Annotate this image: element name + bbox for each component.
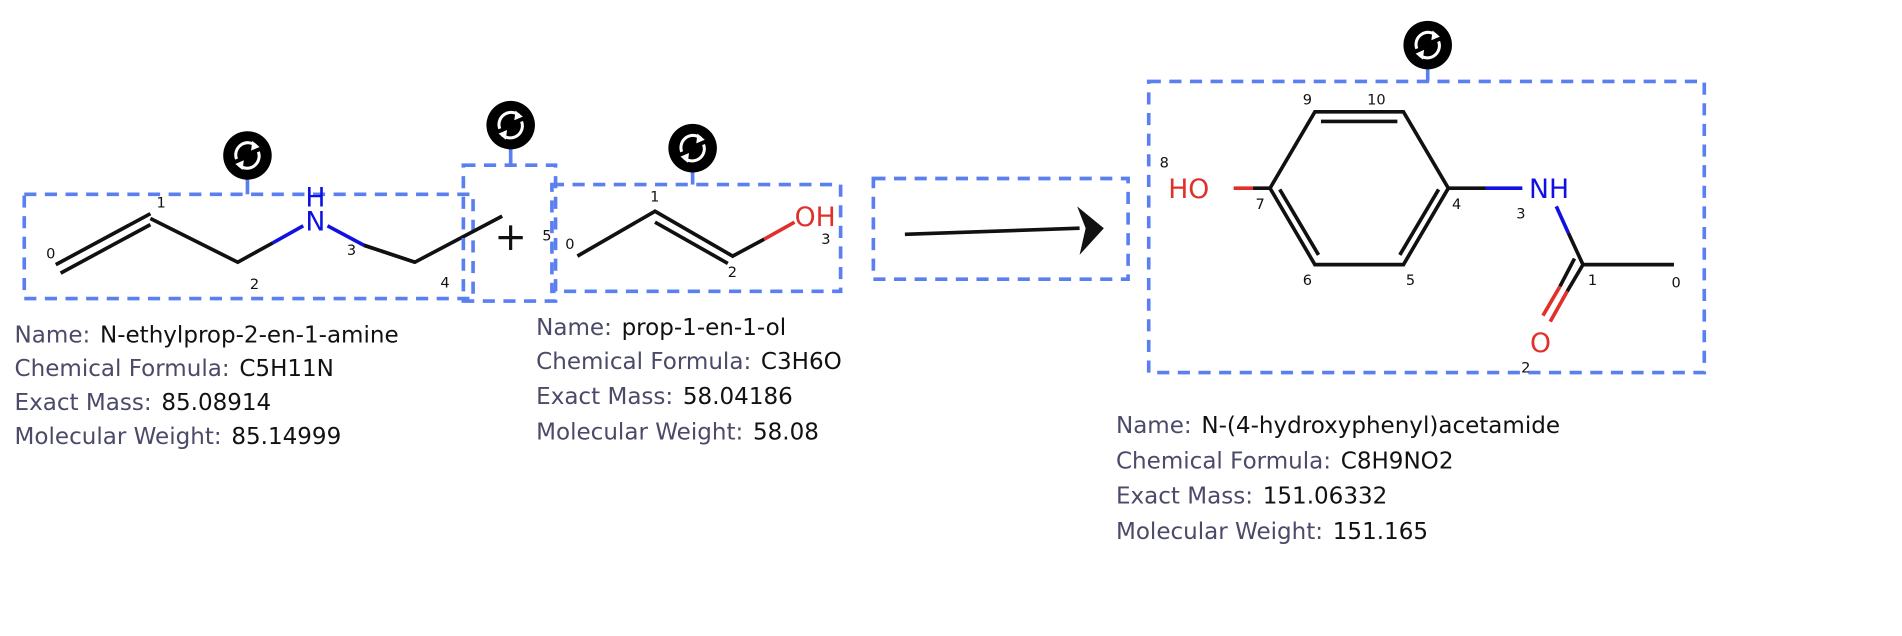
svg-text:Name:N-(4-hydroxyphenyl)acetam: Name:N-(4-hydroxyphenyl)acetamide [1116,413,1560,439]
plus-sign: + [494,215,527,260]
atom-index: 0 [565,236,574,253]
svg-text:Chemical Formula:C8H9NO2: Chemical Formula:C8H9NO2 [1116,448,1454,474]
product[interactable]: HO NH O 0 1 2 3 4 5 6 7 8 9 10 Name:N-(4… [1116,19,1707,545]
refresh-icon[interactable] [484,99,537,151]
atom-NH: NH [1529,174,1569,205]
refresh-icon[interactable] [221,129,274,182]
atom-index: 4 [440,275,449,292]
atom-index: 1 [156,195,165,212]
atom-index: 2 [728,264,737,281]
svg-text:Molecular Weight:58.08: Molecular Weight:58.08 [536,419,819,445]
atom-index: 6 [1303,272,1312,289]
svg-text:Molecular Weight:85.14999: Molecular Weight:85.14999 [15,424,342,450]
reaction-arrow[interactable] [871,176,1130,282]
arrow-selection-box[interactable] [871,176,1130,282]
reactant-1-selection-box[interactable] [22,192,475,301]
atom-index: 3 [1516,206,1525,223]
atom-index: 5 [1406,272,1415,289]
atom-index: 4 [1452,196,1461,213]
refresh-icon[interactable] [666,122,719,174]
svg-text:Name:N-ethylprop-2-en-1-amine: Name:N-ethylprop-2-en-1-amine [15,322,399,348]
reactant-1[interactable]: H N 0 1 2 3 4 5 Name:N-ethylprop-2-en-1-… [15,129,552,450]
atom-index: 0 [1672,275,1681,292]
atom-OH: OH [795,202,836,233]
svg-text:Name:prop-1-en-1-ol: Name:prop-1-en-1-ol [536,315,786,341]
atom-index: 7 [1255,196,1264,213]
reactant-1-info: Name:N-ethylprop-2-en-1-amine Chemical F… [15,322,399,450]
atom-index: 9 [1303,92,1312,109]
atom-index: 2 [1521,360,1530,377]
atom-index: 3 [821,231,830,248]
plus-operator[interactable]: + [461,99,558,303]
atom-index: 8 [1160,155,1169,172]
atom-HO: HO [1168,174,1209,205]
atom-index: 3 [347,242,356,259]
svg-text:Chemical Formula:C3H6O: Chemical Formula:C3H6O [536,349,842,375]
svg-text:Chemical Formula:C5H11N: Chemical Formula:C5H11N [15,356,334,382]
product-info: Name:N-(4-hydroxyphenyl)acetamide Chemic… [1116,413,1560,545]
reactant-2-selection-box[interactable] [550,182,843,294]
reactant-2[interactable]: OH 0 1 2 3 Name:prop-1-en-1-ol Chemical … [536,122,843,445]
atom-index: 10 [1367,92,1386,109]
refresh-icon[interactable] [1401,19,1454,71]
reactant-2-info: Name:prop-1-en-1-ol Chemical Formula:C3H… [536,315,842,445]
svg-text:Molecular Weight:151.165: Molecular Weight:151.165 [1116,519,1428,545]
atom-index: 2 [250,276,259,293]
svg-text:Exact Mass:85.08914: Exact Mass:85.08914 [15,390,272,416]
atom-index: 5 [542,227,551,244]
arrow-line [904,226,1080,237]
atom-index: 1 [650,189,659,206]
arrow-head-icon [1077,206,1104,255]
atom-index: 1 [1588,272,1597,289]
atom-N: N [305,207,325,238]
svg-text:Exact Mass:58.04186: Exact Mass:58.04186 [536,384,793,410]
svg-text:Exact Mass:151.06332: Exact Mass:151.06332 [1116,484,1387,510]
atom-index: 0 [46,246,55,263]
atom-O: O [1530,328,1551,359]
atom-H: H [305,182,325,213]
